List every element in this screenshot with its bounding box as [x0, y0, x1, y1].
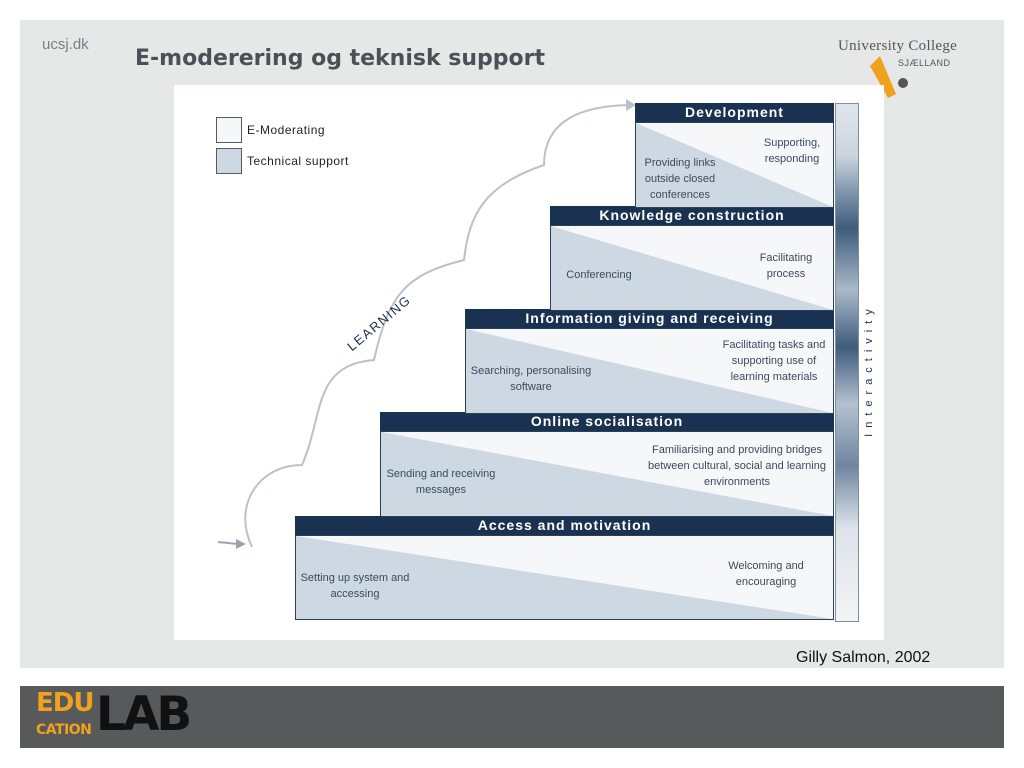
- stage-2-technical-text: Sending and receiving messages: [386, 468, 496, 496]
- stage-5-header: Development: [635, 103, 834, 122]
- logo-subtitle: SJÆLLAND: [898, 58, 951, 68]
- stage-1-body: Setting up system and accessing Welcomin…: [295, 535, 834, 620]
- stage-3-technical-wedge: [466, 329, 833, 413]
- stage-5-moderating-text: Supporting, responding: [763, 137, 821, 165]
- learning-path-arrow: [217, 99, 636, 549]
- stage-4-moderating-text: Facilitating process: [759, 252, 813, 280]
- logo-mark-icon: [870, 56, 908, 98]
- stage-5-body: Providing links outside closed conferenc…: [635, 122, 834, 208]
- logo-cation-text: CATION: [36, 722, 92, 738]
- stage-4-body: Conferencing Facilitating process: [550, 225, 834, 311]
- source-citation: Gilly Salmon, 2002: [796, 649, 931, 666]
- slide-title: E-moderering og teknisk support: [135, 46, 546, 71]
- legend-label-technical: Technical support: [247, 154, 349, 168]
- salmon-five-stage-model: E-Moderating Technical support LEARNING …: [174, 85, 884, 640]
- stage-5-technical-text: Providing links outside closed conferenc…: [644, 157, 716, 201]
- logo-edu-text: EDU: [36, 688, 94, 718]
- legend-swatch-technical: [216, 148, 242, 174]
- interactivity-bar: [835, 103, 859, 622]
- stage-3-technical-text: Searching, personalising software: [470, 365, 592, 393]
- legend-label-emoderating: E-Moderating: [247, 123, 326, 137]
- interactivity-label: Interactivity: [863, 303, 875, 437]
- stage-1-moderating-text: Welcoming and encouraging: [728, 560, 804, 588]
- footer-bar: [20, 686, 1004, 748]
- stage-2-moderating-text: Familiarising and providing bridges betw…: [648, 444, 826, 488]
- stage-1-technical-text: Setting up system and accessing: [300, 572, 410, 600]
- site-url: ucsj.dk: [42, 36, 89, 53]
- stage-3-body: Searching, personalising software Facili…: [465, 328, 834, 414]
- logo-name: University College: [838, 38, 958, 54]
- stage-3-header: Information giving and receiving: [465, 309, 834, 328]
- stage-3-moderating-text: Facilitating tasks and supporting use of…: [722, 339, 826, 383]
- stage-2-header: Online socialisation: [380, 412, 834, 431]
- stage-1-header: Access and motivation: [295, 516, 834, 535]
- stage-2-body: Sending and receiving messages Familiari…: [380, 431, 834, 517]
- stage-4-header: Knowledge construction: [550, 206, 834, 225]
- stage-2-technical-wedge: [381, 432, 833, 516]
- stage-5-technical-wedge: [636, 123, 833, 207]
- logo-lab-text: LAB: [96, 687, 192, 742]
- stage-4-technical-wedge: [551, 226, 833, 310]
- legend-swatch-emoderating: [216, 117, 242, 143]
- stage-4-technical-text: Conferencing: [566, 269, 632, 281]
- stage-1-technical-wedge: [296, 536, 833, 619]
